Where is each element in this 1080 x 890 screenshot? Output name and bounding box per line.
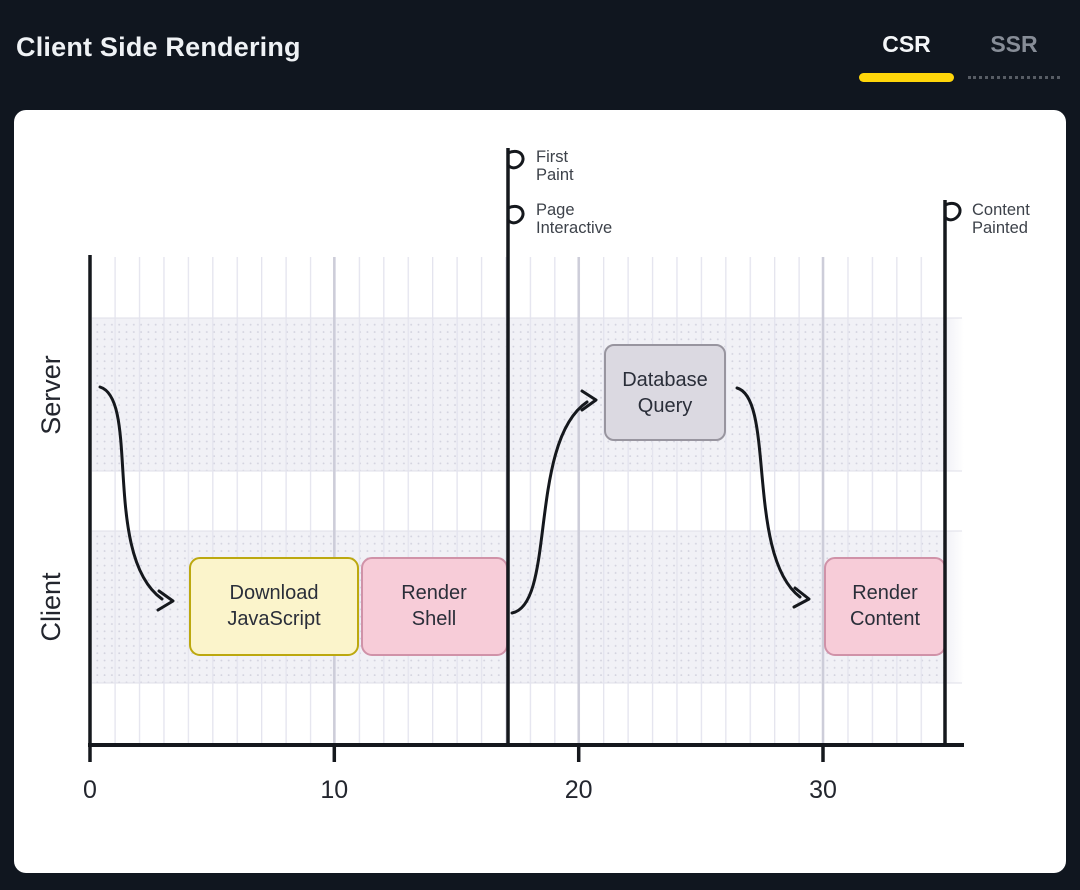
timeline-diagram: 0 10 20 30 Server Client Download JavaSc… (36, 148, 1030, 804)
arrowhead-render-shell-to-database-query (580, 389, 598, 412)
tab-ssr-underline (968, 76, 1060, 79)
task-database-query-label-line2: Query (638, 395, 692, 417)
arrowhead-database-query-to-render-content (792, 586, 811, 609)
tab-csr-label: CSR (882, 31, 931, 57)
task-download-javascript-label-line2: JavaScript (227, 608, 321, 630)
client-lane-fade (945, 531, 964, 683)
marker-label-first-paint-line2: Paint (536, 166, 574, 184)
flag-icon-content-painted (943, 202, 962, 222)
tick-label-30: 30 (809, 776, 837, 804)
x-axis-ticks (88, 745, 825, 762)
tab-ssr[interactable]: SSR (968, 30, 1060, 82)
task-download-javascript: Download JavaScript (189, 557, 359, 656)
page-title: Client Side Rendering (16, 32, 301, 62)
tab-csr-active-underline (859, 73, 954, 82)
tab-ssr-label: SSR (990, 31, 1038, 57)
tab-bar: CSR SSR (859, 30, 1060, 82)
task-render-shell-label-line1: Render (401, 582, 467, 604)
axes: 0 10 20 30 Server Client (36, 255, 964, 804)
header: Client Side Rendering CSR SSR (0, 0, 1080, 110)
marker-label-content-painted-line1: Content (972, 201, 1030, 219)
arrow-server-to-download-js (98, 385, 164, 601)
server-lane-fade (945, 318, 964, 471)
task-render-shell: Render Shell (361, 557, 508, 656)
task-database-query-box (604, 344, 726, 441)
major-gridlines (333, 257, 825, 744)
task-boxes: Download JavaScript Render Shell Databas… (189, 344, 946, 656)
flow-arrows (98, 385, 811, 615)
task-render-content: Render Content (824, 557, 946, 656)
arrow-render-shell-to-database-query (510, 400, 589, 615)
task-database-query-label-line1: Database (622, 369, 708, 391)
task-render-content-label-line1: Render (852, 582, 918, 604)
marker-label-content-painted-line2: Painted (972, 219, 1028, 237)
tick-label-20: 20 (565, 776, 593, 804)
flag-icon-page-interactive (506, 205, 525, 225)
task-download-javascript-label-line1: Download (230, 582, 319, 604)
arrowhead-server-to-download-js (156, 589, 175, 612)
diagram-card: 0 10 20 30 Server Client Download JavaSc… (14, 110, 1066, 873)
task-database-query: Database Query (604, 344, 726, 441)
lane-label-server: Server (36, 355, 66, 435)
gridlines (91, 257, 945, 744)
task-render-content-box (824, 557, 946, 656)
tick-label-0: 0 (83, 776, 97, 804)
minor-gridlines (91, 257, 945, 744)
task-render-shell-box (361, 557, 508, 656)
task-render-shell-label-line2: Shell (412, 608, 456, 630)
flag-icon-first-paint (506, 150, 525, 170)
tick-label-10: 10 (320, 776, 348, 804)
marker-label-page-interactive-line2: Interactive (536, 219, 612, 237)
task-render-content-label-line2: Content (850, 608, 920, 630)
task-download-javascript-box (189, 557, 359, 656)
milestone-markers: First Paint Page Interactive Content Pai… (506, 148, 1030, 747)
marker-label-page-interactive-line1: Page (536, 201, 575, 219)
arrow-database-query-to-render-content (735, 386, 802, 599)
lane-label-client: Client (36, 572, 66, 642)
tab-csr[interactable]: CSR (859, 30, 954, 82)
marker-label-first-paint-line1: First (536, 148, 568, 166)
